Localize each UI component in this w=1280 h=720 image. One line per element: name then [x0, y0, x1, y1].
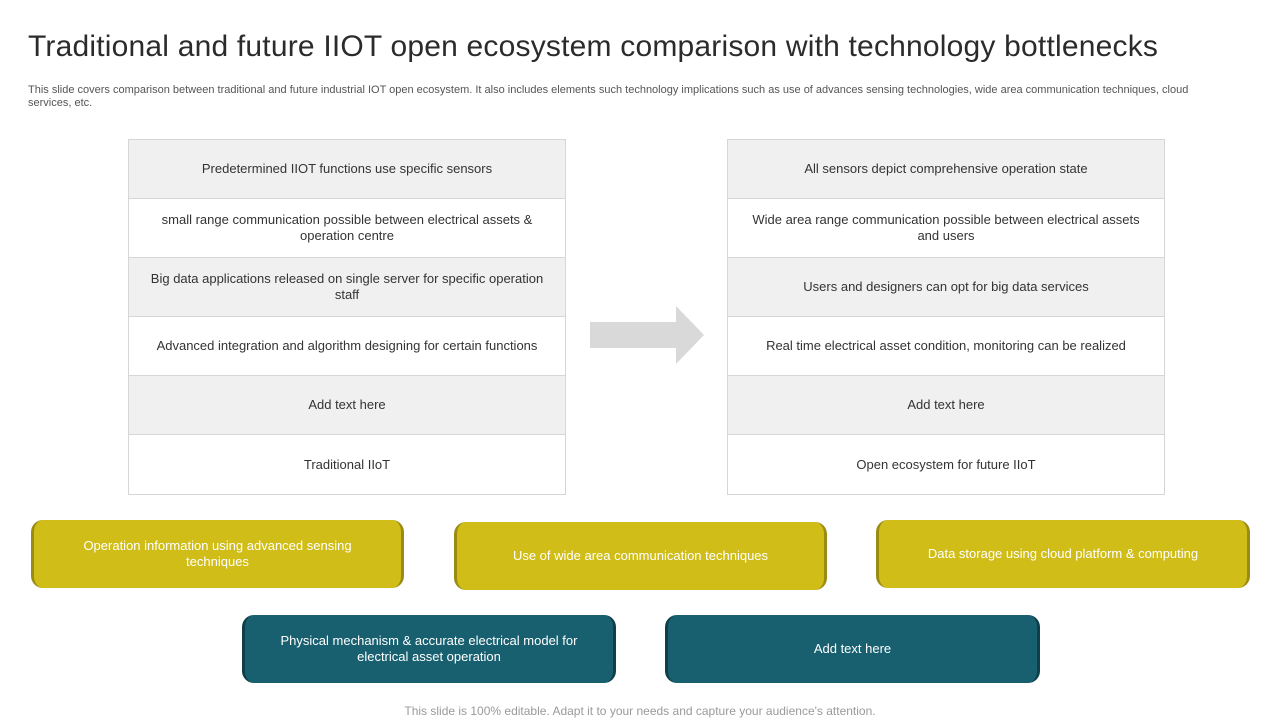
right-arrow-icon — [590, 306, 704, 369]
traditional-row: Predetermined IIOT functions use specifi… — [129, 140, 565, 199]
future-row: All sensors depict comprehensive operati… — [728, 140, 1164, 199]
future-row: Wide area range communication possible b… — [728, 199, 1164, 258]
footer-note: This slide is 100% editable. Adapt it to… — [404, 704, 876, 718]
future-iiot-table: All sensors depict comprehensive operati… — [727, 139, 1165, 495]
future-row: Users and designers can opt for big data… — [728, 258, 1164, 317]
bottleneck-sensing-box: Operation information using advanced sen… — [31, 520, 404, 588]
traditional-row: small range communication possible betwe… — [129, 199, 565, 258]
traditional-iiot-table: Predetermined IIOT functions use specifi… — [128, 139, 566, 495]
traditional-row: Big data applications released on single… — [129, 258, 565, 317]
bottleneck-placeholder-box: Add text here — [665, 615, 1040, 683]
future-row: Add text here — [728, 376, 1164, 435]
traditional-row: Traditional IIoT — [303, 456, 391, 472]
bottleneck-physical-model-box: Physical mechanism & accurate electrical… — [242, 615, 616, 683]
slide-title: Traditional and future IIOT open ecosyst… — [28, 30, 1159, 63]
future-row: Open ecosystem for future IIoT — [856, 456, 1036, 472]
slide-subtitle: This slide covers comparison between tra… — [28, 84, 1189, 109]
traditional-row: Advanced integration and algorithm desig… — [129, 317, 565, 376]
future-row: Real time electrical asset condition, mo… — [728, 317, 1164, 376]
traditional-row: Add text here — [129, 376, 565, 435]
bottleneck-cloud-box: Data storage using cloud platform & comp… — [876, 520, 1250, 588]
bottleneck-communication-box: Use of wide area communication technique… — [454, 522, 827, 590]
